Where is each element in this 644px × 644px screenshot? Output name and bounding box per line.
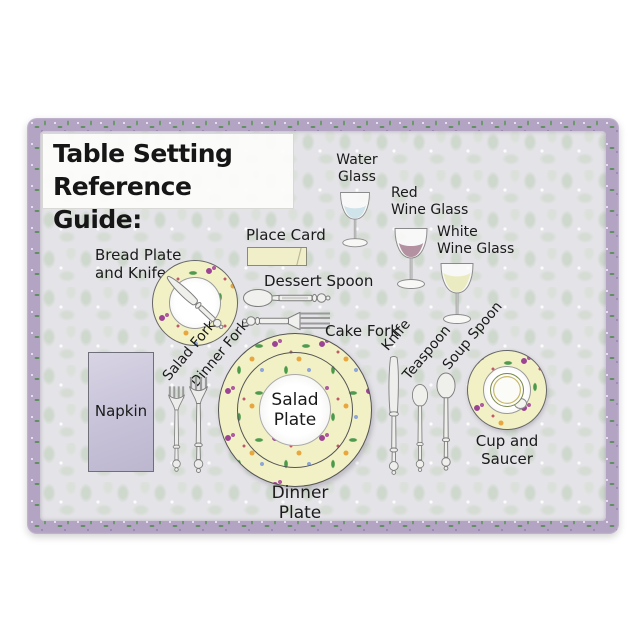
white-wine-glass-label: White Wine Glass <box>437 224 515 257</box>
napkin: Napkin <box>88 352 154 472</box>
page-title: Table Setting Reference Guide: <box>42 133 294 234</box>
salad-plate-center: Salad Plate <box>259 374 331 446</box>
cup-rim <box>490 373 524 407</box>
butter-knife-icon <box>166 275 224 330</box>
bread-plate-label: Bread Plate and Knife <box>95 246 182 282</box>
dessert-spoon-icon <box>243 289 331 307</box>
red-wine-glass-icon <box>394 228 428 289</box>
water-glass-label: Water Glass <box>336 152 378 185</box>
cup-and-saucer-label: Cup and Saucer <box>475 432 539 468</box>
red-wine-glass-label: Red Wine Glass <box>391 185 469 218</box>
napkin-label: Napkin <box>94 402 148 421</box>
salad-plate-label: Salad Plate <box>271 389 319 430</box>
soup-spoon-icon <box>436 372 456 471</box>
knife-icon <box>388 356 399 475</box>
dessert-spoon-label: Dessert Spoon <box>264 272 374 290</box>
place-card <box>247 247 307 266</box>
white-wine-glass-icon <box>440 263 474 324</box>
dinner-fork-icon <box>189 377 208 473</box>
saucer <box>467 350 547 430</box>
salad-fork-icon <box>168 386 185 472</box>
dinner-plate-label: Dinner Plate <box>271 483 329 524</box>
salad-plate-rim <box>237 352 353 468</box>
teaspoon-icon <box>411 384 429 472</box>
cake-fork-icon <box>242 311 330 331</box>
water-glass-icon <box>340 192 370 248</box>
cake-fork-label: Cake Fork <box>325 322 399 340</box>
place-card-label: Place Card <box>246 226 326 244</box>
